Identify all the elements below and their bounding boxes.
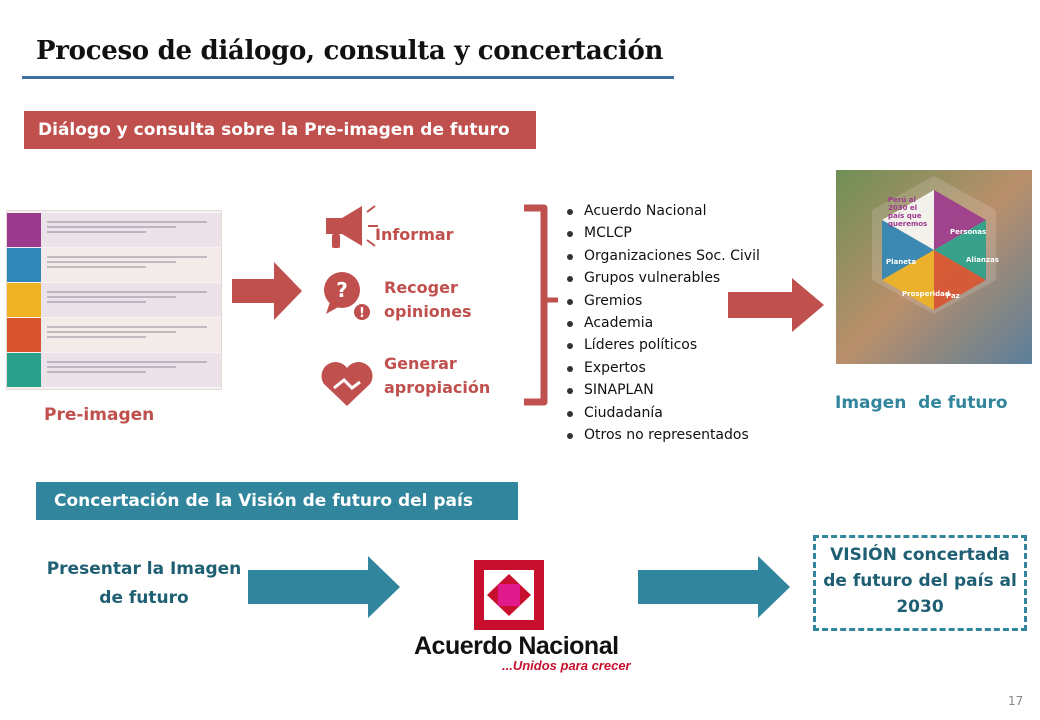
- list-item: Ciudadanía: [566, 402, 760, 424]
- vision-box: VISIÓN concertada de futuro del país al …: [813, 535, 1027, 631]
- acuerdo-nacional-logo: Acuerdo Nacional ...Unidos para crecer: [414, 558, 632, 674]
- participants-bracket: [524, 204, 558, 406]
- list-item: Organizaciones Soc. Civil: [566, 245, 760, 267]
- arrow-right-icon: [232, 262, 302, 320]
- list-item: Expertos: [566, 357, 760, 379]
- heart-hands-icon: [321, 361, 373, 406]
- arrow-right-icon: [728, 278, 824, 332]
- dialogue-banner: Diálogo y consulta sobre la Pre-imagen d…: [24, 111, 536, 149]
- poster-prosperidad: Prosperidad: [902, 290, 950, 298]
- poster-planeta: Planeta: [886, 258, 917, 266]
- imagen-futuro-label: Imagen de futuro: [835, 393, 1008, 413]
- page-number: 17: [1008, 694, 1024, 708]
- pre-imagen-row-icon: [7, 353, 41, 387]
- participants-list: Acuerdo Nacional MCLCP Organizaciones So…: [566, 200, 760, 446]
- pre-imagen-row-icon: [7, 283, 41, 317]
- action-informar: Informar: [375, 225, 454, 244]
- pre-imagen-row-icon: [7, 318, 41, 352]
- presentar-imagen-text: Presentar la Imagen de futuro: [46, 559, 242, 608]
- pre-imagen-row: [7, 283, 221, 317]
- svg-text:?: ?: [336, 278, 348, 302]
- megaphone-icon: [326, 205, 378, 248]
- action-recoger-opiniones: Recoger opiniones: [384, 278, 472, 321]
- title-underline: [22, 76, 674, 79]
- list-item: MCLCP: [566, 222, 760, 244]
- pre-imagen-row: [7, 318, 221, 352]
- pre-imagen-label: Pre-imagen: [44, 405, 155, 425]
- svg-text:!: !: [359, 306, 365, 321]
- pre-imagen-row-text: [41, 248, 221, 282]
- list-item: Grupos vulnerables: [566, 267, 760, 289]
- pre-imagen-row: [7, 213, 221, 247]
- pre-imagen-row-text: [41, 283, 221, 317]
- pre-imagen-row-icon: [7, 248, 41, 282]
- question-bubble-icon: ? !: [324, 272, 372, 322]
- arrow-right-icon: [638, 556, 790, 618]
- list-item: Otros no representados: [566, 424, 760, 446]
- pre-imagen-row-text: [41, 318, 221, 352]
- list-item: SINAPLAN: [566, 379, 760, 401]
- concertacion-banner: Concertación de la Visión de futuro del …: [36, 482, 518, 520]
- logo-name: Acuerdo Nacional: [414, 632, 619, 660]
- page-title: Proceso de diálogo, consulta y concertac…: [36, 36, 664, 66]
- pre-imagen-thumbnail[interactable]: [6, 210, 222, 390]
- list-item: Gremios: [566, 290, 760, 312]
- arrow-right-icon: [248, 556, 400, 618]
- list-item: Acuerdo Nacional: [566, 200, 760, 222]
- list-item: Líderes políticos: [566, 334, 760, 356]
- pre-imagen-row: [7, 353, 221, 387]
- poster-alianzas: Alianzas: [966, 256, 999, 264]
- pre-imagen-row-icon: [7, 213, 41, 247]
- pre-imagen-row-text: [41, 353, 221, 387]
- poster-paz: Paz: [946, 292, 960, 300]
- action-generar-apropiacion: Generar apropiación: [384, 354, 491, 397]
- imagen-futuro-poster[interactable]: Perú al 2030 el país que queremos Person…: [836, 170, 1032, 364]
- logo-tagline: ...Unidos para crecer: [502, 658, 631, 673]
- pre-imagen-row-text: [41, 213, 221, 247]
- pre-imagen-row: [7, 248, 221, 282]
- poster-heading: Perú al 2030 el país que queremos: [888, 196, 928, 228]
- poster-personas: Personas: [950, 228, 987, 236]
- list-item: Academia: [566, 312, 760, 334]
